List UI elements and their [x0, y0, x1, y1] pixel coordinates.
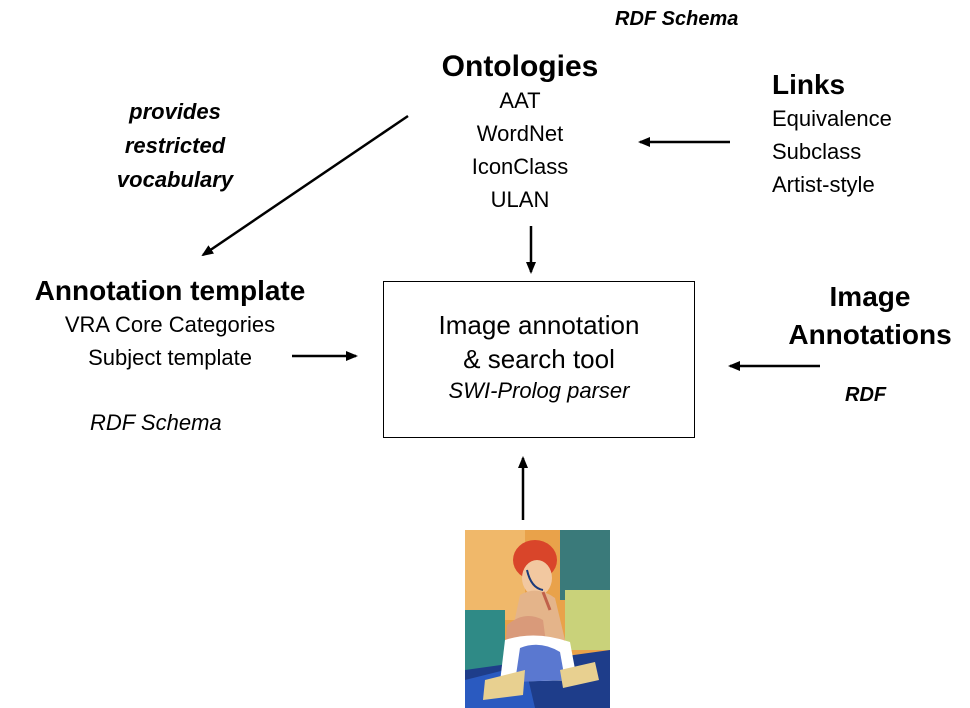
annotation-template-block: Annotation template VRA Core Categories …: [5, 274, 335, 374]
rdf-schema-label-left: RDF Schema: [90, 410, 222, 435]
rdf-schema-label-top: RDF Schema: [615, 8, 739, 30]
painting-image: [465, 530, 610, 708]
annotation-template-heading: Annotation template: [34, 275, 306, 306]
rdf-label-right: RDF: [845, 384, 887, 406]
links-block: Links Equivalence Subclass Artist-style: [772, 68, 892, 201]
image-annotations-line: Annotations: [788, 319, 952, 350]
tool-parser-label: SWI-Prolog parser: [448, 378, 630, 403]
image-annotations-line: Image: [829, 281, 911, 312]
ontologies-block: Ontologies AAT WordNet IconClass ULAN: [410, 50, 630, 216]
ontology-item: AAT: [499, 88, 541, 113]
tool-title-line-2: & search tool: [463, 344, 615, 374]
links-item: Artist-style: [772, 172, 875, 197]
arrow-ontologies-to-template: [201, 114, 409, 257]
ontology-item: ULAN: [490, 187, 550, 212]
links-heading: Links: [772, 69, 846, 100]
tool-title-line-1: Image annotation: [438, 310, 640, 340]
ontologies-heading: Ontologies: [441, 50, 599, 83]
provides-line: restricted: [124, 133, 226, 158]
image-annotations-heading: Image Annotations: [770, 278, 970, 354]
links-item: Subclass: [772, 139, 862, 164]
links-item: Equivalence: [772, 106, 892, 131]
annotation-template-item: VRA Core Categories: [64, 312, 276, 337]
provides-line: provides: [129, 99, 221, 124]
annotation-search-tool-box: Image annotation & search tool SWI-Prolo…: [383, 281, 695, 438]
ontology-item: IconClass: [471, 154, 569, 179]
annotation-template-item: Subject template: [88, 345, 252, 370]
provides-vocabulary-label: provides restricted vocabulary: [95, 95, 255, 197]
ontology-item: WordNet: [476, 121, 564, 146]
provides-line: vocabulary: [116, 167, 234, 192]
